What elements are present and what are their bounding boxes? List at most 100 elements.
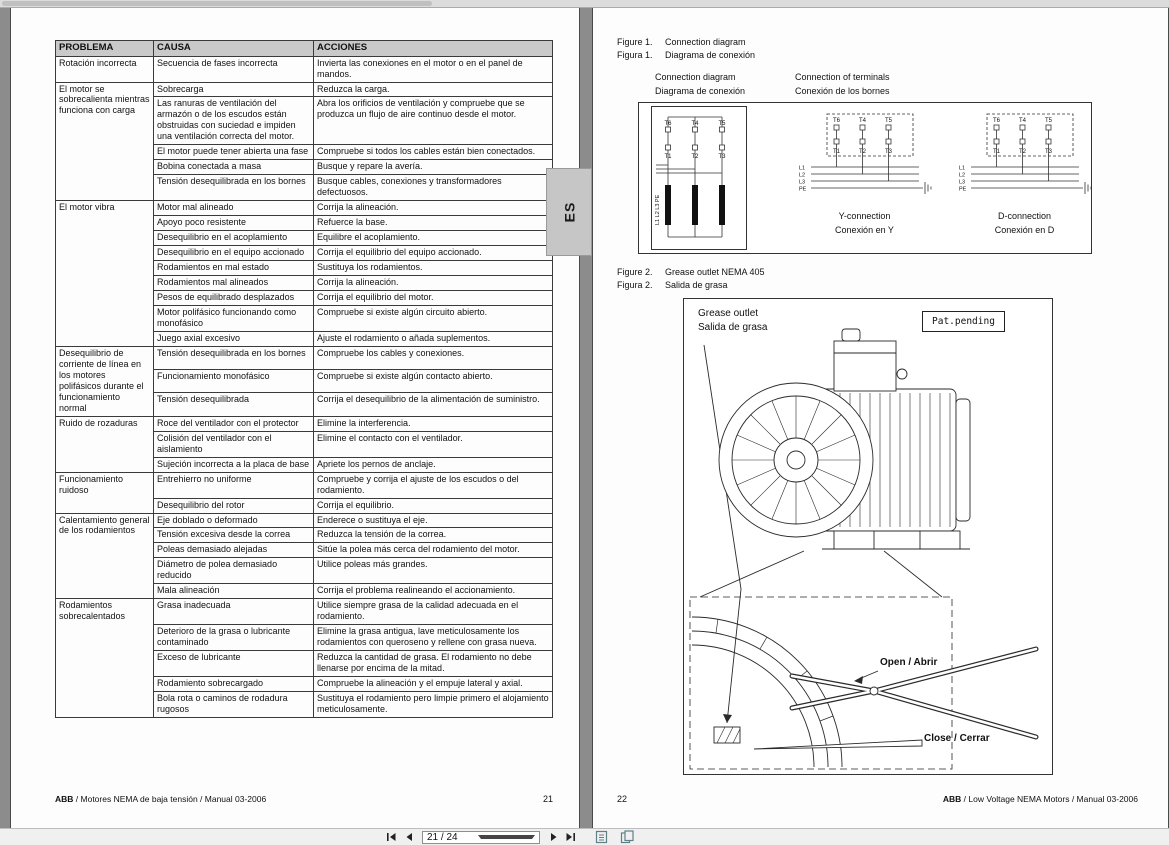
cause-cell: Mala alineación: [153, 583, 314, 600]
table-row: El motor se sobrecalienta mientras funci…: [55, 81, 553, 202]
cause-cell: Apoyo poco resistente: [153, 215, 314, 232]
problem-cell: El motor vibra: [55, 200, 154, 347]
cause-cell: Tensión desequilibrada: [153, 392, 314, 417]
d-connection-label: D-connection Conexión en D: [994, 211, 1055, 235]
cause-cell: Funcionamiento monofásico: [153, 369, 314, 394]
figure1-caption: Figure 1.Connection diagram Figura 1.Dia…: [617, 36, 755, 62]
cause-cell: Deterioro de la grasa o lubricante conta…: [153, 624, 314, 652]
svg-text:T4: T4: [691, 121, 699, 127]
figure1-frame: T6 T4 T5 T1 T2 T3 L1 L2 L3 PE: [638, 102, 1092, 254]
action-cell: Corrija el equilibrio del equipo acciona…: [313, 245, 553, 262]
action-cell: Corrija la alineación.: [313, 275, 553, 292]
figure2-tag-en: Figure 2.: [617, 267, 653, 277]
cause-cell: Pesos de equilibrado desplazados: [153, 290, 314, 307]
y-terminal-diagram: T6 T4 T5 T1 T2 T3 L1 L2 L3 PE: [799, 113, 932, 194]
page-number-input[interactable]: 21 / 24: [422, 830, 540, 844]
fit-width-button[interactable]: [619, 830, 636, 845]
cause-cell: Juego axial excesivo: [153, 330, 314, 347]
svg-text:L1 L2 L3 PE: L1 L2 L3 PE: [655, 194, 661, 225]
cause-cell: Colisión del ventilador con el aislamien…: [153, 430, 314, 458]
cause-cell: Sujeción incorrecta a la placa de base: [153, 456, 314, 473]
ground-symbol-icon: [1079, 182, 1092, 194]
problem-cell: Funcionamiento ruidoso: [55, 471, 154, 514]
cause-cell: Desequilibrio del rotor: [153, 497, 314, 514]
svg-text:T5: T5: [1045, 118, 1053, 124]
figure2-caption: Figure 2.Grease outlet NEMA 405 Figura 2…: [617, 266, 765, 292]
svg-text:T5: T5: [885, 118, 893, 124]
figure1-tag-es: Figura 1.: [617, 50, 653, 60]
problem-cell: Rodamientos sobrecalentados: [55, 598, 154, 719]
figure2-frame: Grease outlet Salida de grasa Pat.pendin…: [683, 298, 1053, 775]
cause-cell: Desequilibrio en el equipo accionado: [153, 245, 314, 262]
svg-text:PE: PE: [959, 187, 967, 193]
last-page-icon: [566, 833, 575, 841]
table-row: Las ranuras de ventilación del armazón o…: [56, 96, 553, 146]
problem-cell: Rotación incorrecta: [55, 55, 154, 83]
chevron-down-icon: [478, 835, 535, 839]
action-cell: Corrija el equilibrio.: [313, 497, 553, 514]
first-page-icon: [387, 833, 396, 841]
motor-illustration: [689, 328, 1039, 770]
last-page-button[interactable]: [562, 830, 579, 845]
footer-text: ABB / Low Voltage NEMA Motors / Manual 0…: [942, 794, 1138, 804]
action-cell: Enderece o sustituya el eje.: [313, 512, 553, 529]
page-number: 21: [542, 794, 553, 804]
column-header: ACCIONES: [313, 40, 553, 57]
action-cell: Busque cables, conexiones y transformado…: [313, 174, 553, 202]
cause-cell: Bobina conectada a masa: [153, 159, 314, 176]
svg-text:T6: T6: [833, 118, 841, 124]
page-gap: [580, 8, 592, 828]
page-number: 22: [617, 794, 628, 804]
y-connection-label: Y-connection Conexión en Y: [835, 211, 894, 235]
svg-text:L2: L2: [799, 173, 805, 179]
cause-cell: Roce del ventilador con el protector: [153, 415, 314, 432]
figure1-title-es: Diagrama de conexión: [665, 50, 756, 60]
close-label: Close / Cerrar: [924, 733, 990, 744]
action-cell: Reduzca la tensión de la correa.: [313, 527, 553, 544]
d-terminal-diagram: T6 T4 T5 T1 T2 T3 L1 L2 L3 PE: [959, 113, 1092, 194]
first-page-button[interactable]: [383, 830, 400, 845]
cause-cell: Tensión desequilibrada en los bornes: [153, 345, 314, 371]
action-cell: Invierta las conexiones en el motor o en…: [313, 55, 553, 83]
next-page-button[interactable]: [545, 830, 562, 845]
cause-cell: Desequilibrio en el acoplamiento: [153, 230, 314, 247]
problem-cell: El motor se sobrecalienta mientras funci…: [55, 81, 154, 202]
figure1-tag-en: Figure 1.: [617, 37, 653, 47]
action-cell: Utilice siempre grasa de la calidad adec…: [313, 598, 553, 626]
cause-cell: Poleas demasiado alejadas: [153, 542, 314, 559]
scrollbar-thumb[interactable]: [2, 1, 432, 6]
fit-page-button[interactable]: [593, 830, 610, 845]
fit-width-icon: [620, 830, 634, 844]
svg-text:PE: PE: [799, 187, 807, 193]
svg-text:L3: L3: [959, 180, 965, 186]
open-arrowhead-icon: [854, 676, 863, 684]
table-row: Desequilibrio de corriente de línea en l…: [55, 345, 553, 417]
cause-cell: Rodamientos en mal estado: [153, 260, 314, 277]
svg-text:L2: L2: [959, 173, 965, 179]
cause-cell: Sobrecarga: [153, 81, 314, 98]
svg-text:T4: T4: [1019, 118, 1027, 124]
action-cell: Compruebe si existe algún contacto abier…: [313, 369, 553, 394]
connection-diagram-heading: Connection diagram Diagrama de conexión: [655, 72, 746, 96]
grease-outlet-label: Grease outlet Salida de grasa: [698, 308, 768, 333]
connection-of-terminals-heading: Connection of terminals Conexión de los …: [795, 72, 890, 96]
horizontal-scrollbar[interactable]: [0, 0, 1169, 8]
cause-cell: Exceso de lubricante: [153, 650, 314, 678]
previous-page-button[interactable]: [400, 830, 417, 845]
svg-text:L1: L1: [959, 166, 965, 172]
